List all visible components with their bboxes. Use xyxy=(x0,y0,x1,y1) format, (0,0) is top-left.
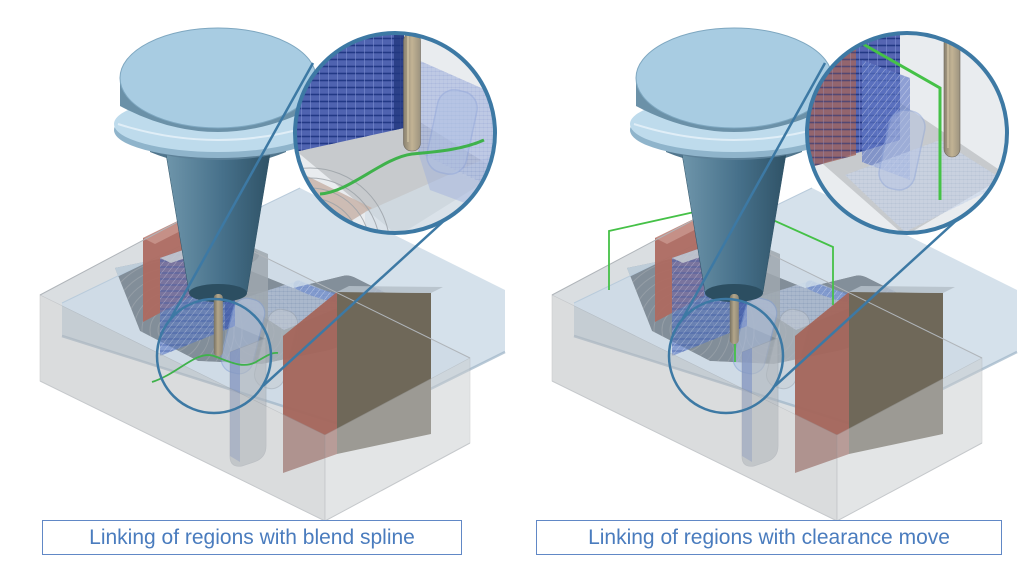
panel-blend-spline-render xyxy=(40,27,505,521)
magnifier-ring-right xyxy=(805,31,1009,235)
magnified-clearance-move xyxy=(855,38,942,200)
workpiece-left xyxy=(40,188,505,521)
panel-clearance-move-render xyxy=(552,27,1017,521)
blend-spline-path xyxy=(151,351,279,383)
caption-clearance-move: Linking of regions with clearance move xyxy=(536,520,1002,555)
magnified-blend-spline xyxy=(319,138,485,196)
magnified-tool-right xyxy=(943,34,961,158)
milling-tool-right xyxy=(729,294,739,344)
magnifier-detail-blend-spline xyxy=(296,34,494,232)
magnifier-ring-left xyxy=(293,31,497,235)
workpiece-right xyxy=(552,188,1017,521)
milling-tool-left xyxy=(213,294,223,356)
magnified-tool-left xyxy=(403,34,421,152)
caption-blend-spline: Linking of regions with blend spline xyxy=(42,520,462,555)
